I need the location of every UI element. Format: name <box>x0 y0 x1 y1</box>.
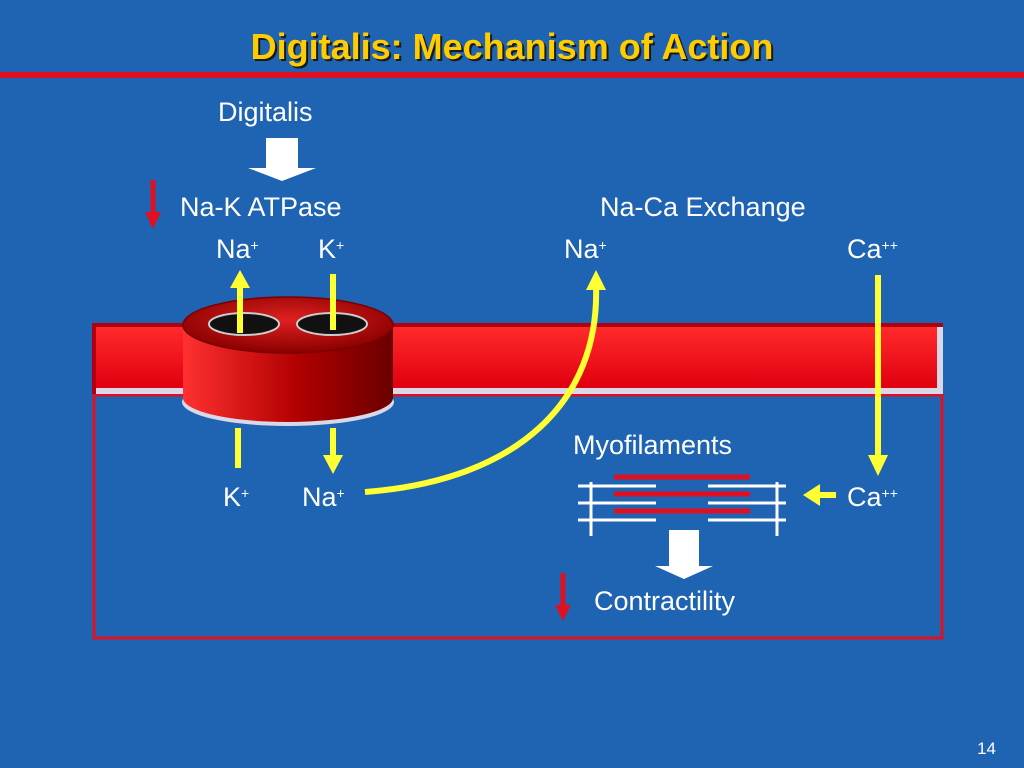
ion-na-top-left: Na+ <box>216 234 259 264</box>
ion-k-bottom: K+ <box>223 482 250 512</box>
myofilaments-label: Myofilaments <box>573 430 733 460</box>
slide-title: Digitalis: Mechanism of Action <box>250 26 774 67</box>
na-k-atpase-label: Na-K ATPase <box>180 192 342 222</box>
title-divider <box>0 72 1024 78</box>
ca-in-arrow-icon <box>868 275 888 476</box>
ion-na-top-right: Na+ <box>564 234 607 264</box>
na-k-atpase-pump <box>182 296 394 426</box>
digitalis-label: Digitalis <box>218 97 313 127</box>
na-ca-exchange-label: Na-Ca Exchange <box>600 192 806 222</box>
digitalis-block-arrow-icon <box>248 138 316 181</box>
decrease-atpase-arrow-icon <box>145 180 161 229</box>
myofilaments-icon <box>578 474 786 536</box>
ion-ca-top: Ca++ <box>847 234 898 264</box>
ion-na-bottom: Na+ <box>302 482 345 512</box>
na-in-arrow-icon <box>323 428 343 474</box>
contractility-label: Contractility <box>594 586 736 616</box>
ion-ca-bottom: Ca++ <box>847 482 898 512</box>
cell-outline <box>92 393 944 640</box>
decrease-contractility-arrow-icon <box>555 573 571 621</box>
na-out-arrow-icon <box>230 270 250 333</box>
ca-to-myofilaments-arrow-icon <box>803 484 836 506</box>
page-number: 14 <box>977 739 996 758</box>
contractility-block-arrow-icon <box>655 530 713 579</box>
na-exchange-curve-arrow-icon <box>364 270 606 495</box>
ion-k-top: K+ <box>318 234 345 264</box>
